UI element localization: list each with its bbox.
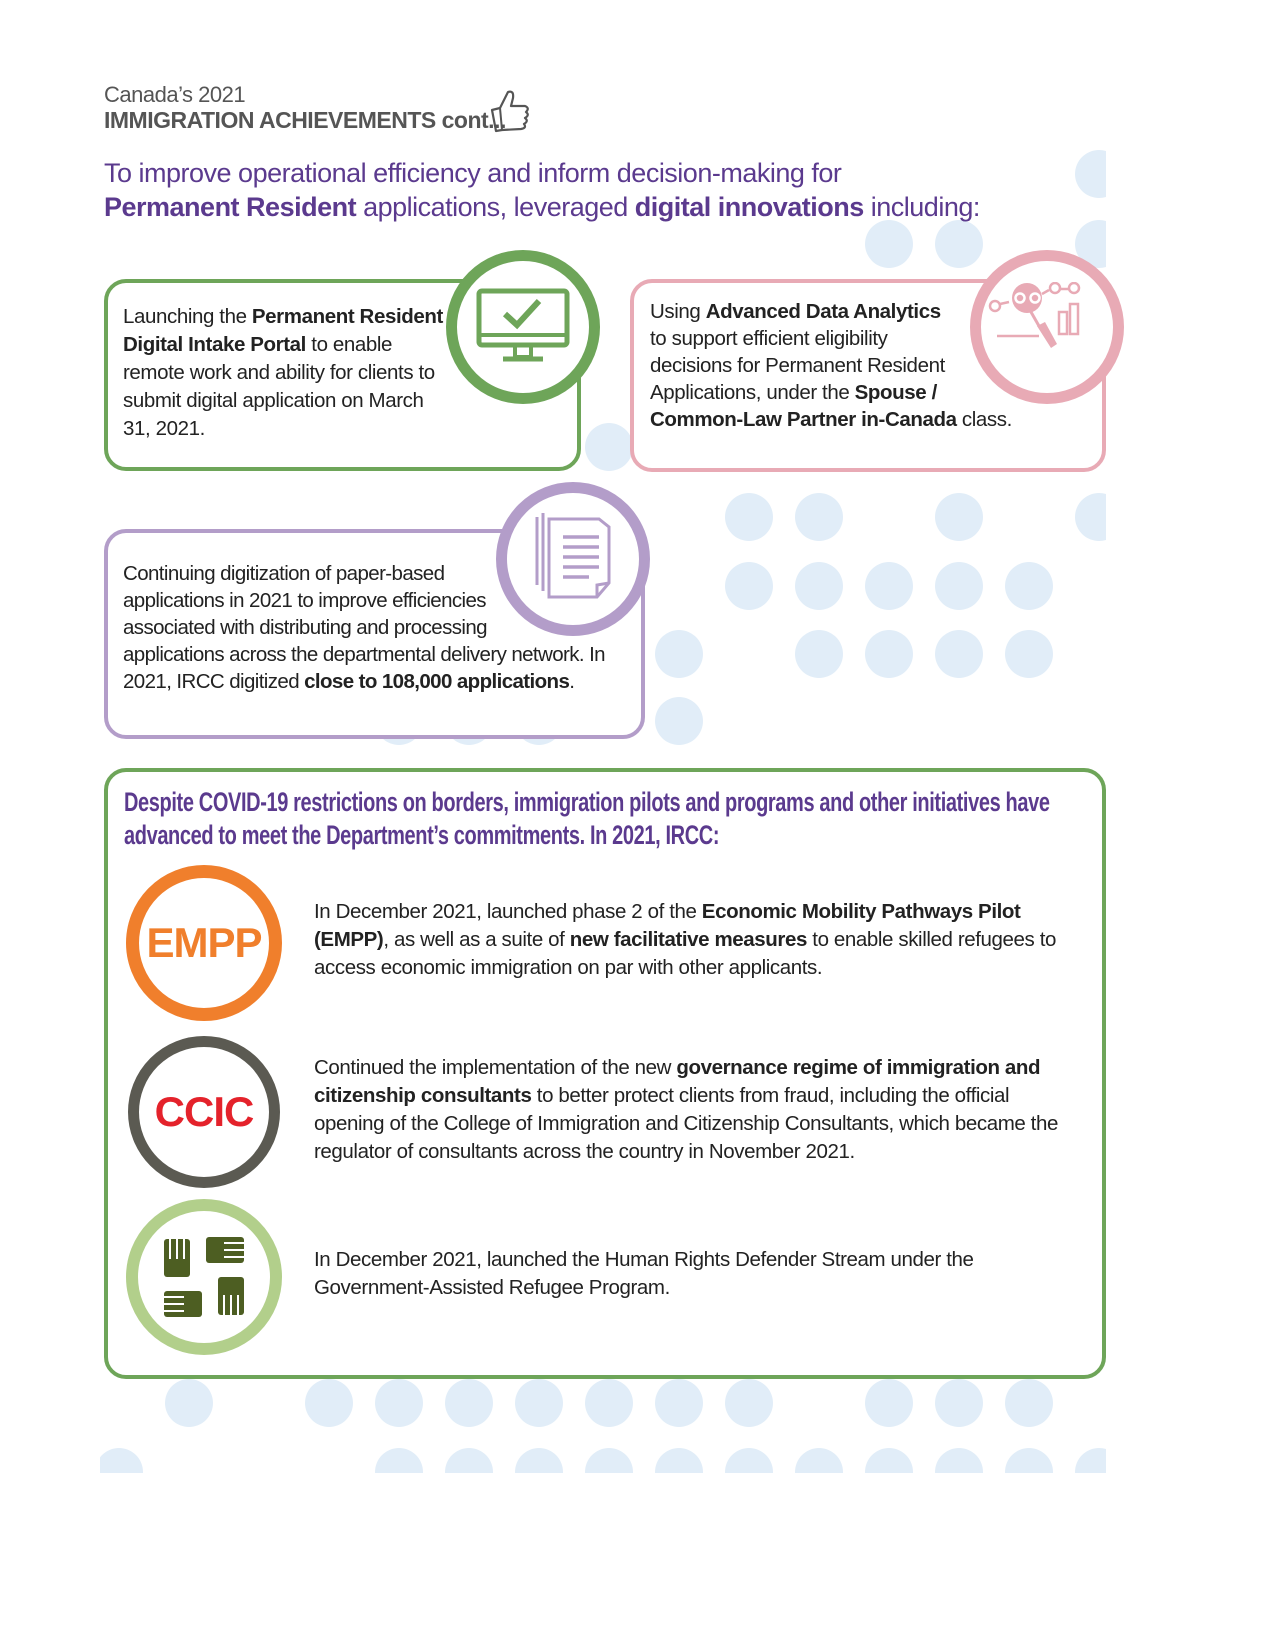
decorative-dot [1005, 1379, 1053, 1427]
bold-text: close to 108,000 applications [304, 670, 570, 693]
text: to better protect clients from fraud, in… [314, 1084, 1058, 1163]
card-text: Launching the Permanent Resident Digital… [123, 303, 443, 443]
decorative-dot [935, 630, 983, 678]
card-text: Continuing digitization of paper-based a… [123, 560, 633, 695]
decorative-dot [795, 562, 843, 610]
decorative-dot [725, 562, 773, 610]
decorative-dot [585, 1448, 633, 1473]
decorative-dot [1005, 1448, 1053, 1473]
decorative-dot [165, 1379, 213, 1427]
empp-badge-label: EMPP [146, 919, 262, 966]
hrd-stream-text: In December 2021, launched the Human Rig… [314, 1246, 1074, 1302]
intro-bold: digital innovations [634, 192, 865, 222]
card-text: Using Advanced Data Analytics to support… [650, 298, 1090, 433]
monitor-checkmark-icon [446, 250, 600, 404]
intro-bold: Permanent Resident [104, 192, 357, 222]
decorative-dot [1075, 220, 1106, 268]
decorative-dot [935, 220, 983, 268]
decorative-dot [935, 493, 983, 541]
ccic-text: Continued the implementation of the new … [314, 1054, 1074, 1166]
bold-text: new facilitative measures [569, 928, 808, 951]
ccic-badge: CCIC [128, 1036, 280, 1188]
empp-text: In December 2021, launched phase 2 of th… [314, 898, 1074, 982]
decorative-dot [865, 630, 913, 678]
decorative-dot [585, 1379, 633, 1427]
text: to enable skilled refugees to access eco… [314, 928, 1056, 979]
decorative-dot [1005, 562, 1053, 610]
decorative-dot [375, 1448, 423, 1473]
text: Launching the [123, 305, 252, 328]
ccic-badge-label: CCIC [154, 1088, 255, 1135]
decorative-dot [375, 1379, 423, 1427]
bold-text: Economic Mobility Pathways Pilot (EMPP) [314, 900, 1021, 951]
thumbs-up-icon [490, 90, 529, 133]
header-subtitle: Canada’s 2021 [104, 82, 246, 107]
text: . [569, 670, 575, 693]
decorative-dot [1075, 493, 1106, 541]
bold-text: Advanced Data Analytics [705, 300, 941, 323]
decorative-dot [585, 423, 633, 471]
decorative-dot [865, 1379, 913, 1427]
empp-badge: EMPP [126, 865, 282, 1021]
text: Continuing digitization of paper-based a… [123, 562, 606, 693]
clasped-hands-icon [126, 1199, 282, 1355]
bold-text: Spouse / Common-Law Partner in-Canada [650, 381, 957, 431]
decorative-dot [865, 220, 913, 268]
text: In December 2021, launched the Human Rig… [314, 1248, 974, 1299]
intro-part: To improve operational efficiency and in… [104, 158, 842, 188]
text: Using [650, 300, 706, 323]
decorative-dot [725, 1379, 773, 1427]
header-title: IMMIGRATION ACHIEVEMENTS cont... [104, 107, 506, 133]
decorative-dot [795, 1448, 843, 1473]
decorative-dot [305, 1379, 353, 1427]
decorative-dot [445, 1448, 493, 1473]
intro-part: applications, leveraged [356, 192, 635, 222]
covid-panel-title: Despite COVID-19 restrictions on borders… [124, 787, 1050, 850]
intro-text: To improve operational efficiency and in… [104, 156, 1104, 224]
decorative-dot [100, 1448, 143, 1473]
bold-text: governance regime of immigration and cit… [314, 1056, 1041, 1107]
text: to enable remote work and ability for cl… [123, 333, 435, 440]
intro-part: including: [863, 192, 981, 222]
decorative-dot [1005, 630, 1053, 678]
text: class. [956, 408, 1012, 431]
decorative-dot [655, 697, 703, 745]
decorative-dot [935, 1448, 983, 1473]
decorative-dot [935, 1379, 983, 1427]
decorative-dot [445, 1379, 493, 1427]
decorative-dot [1075, 1448, 1106, 1473]
decorative-dot [1075, 150, 1106, 198]
text: Continued the implementation of the new [314, 1056, 677, 1079]
decorative-dot [935, 562, 983, 610]
documents-stack-icon [496, 482, 650, 636]
text: to support efficient eligibility decisio… [650, 327, 945, 404]
decorative-dot [725, 493, 773, 541]
text: , as well as a suite of [383, 928, 570, 951]
data-analytics-magnifier-icon [970, 250, 1124, 404]
decorative-dot [795, 493, 843, 541]
decorative-dot [865, 1448, 913, 1473]
decorative-dot [515, 1448, 563, 1473]
decorative-dot [795, 630, 843, 678]
decorative-dot [655, 630, 703, 678]
bold-text: Permanent Resident Digital Intake Portal [123, 305, 443, 356]
decorative-dot [515, 1379, 563, 1427]
decorative-dot [655, 1379, 703, 1427]
decorative-dot [725, 1448, 773, 1473]
text: In December 2021, launched phase 2 of th… [314, 900, 702, 923]
decorative-dot [655, 1448, 703, 1473]
decorative-dot [865, 562, 913, 610]
